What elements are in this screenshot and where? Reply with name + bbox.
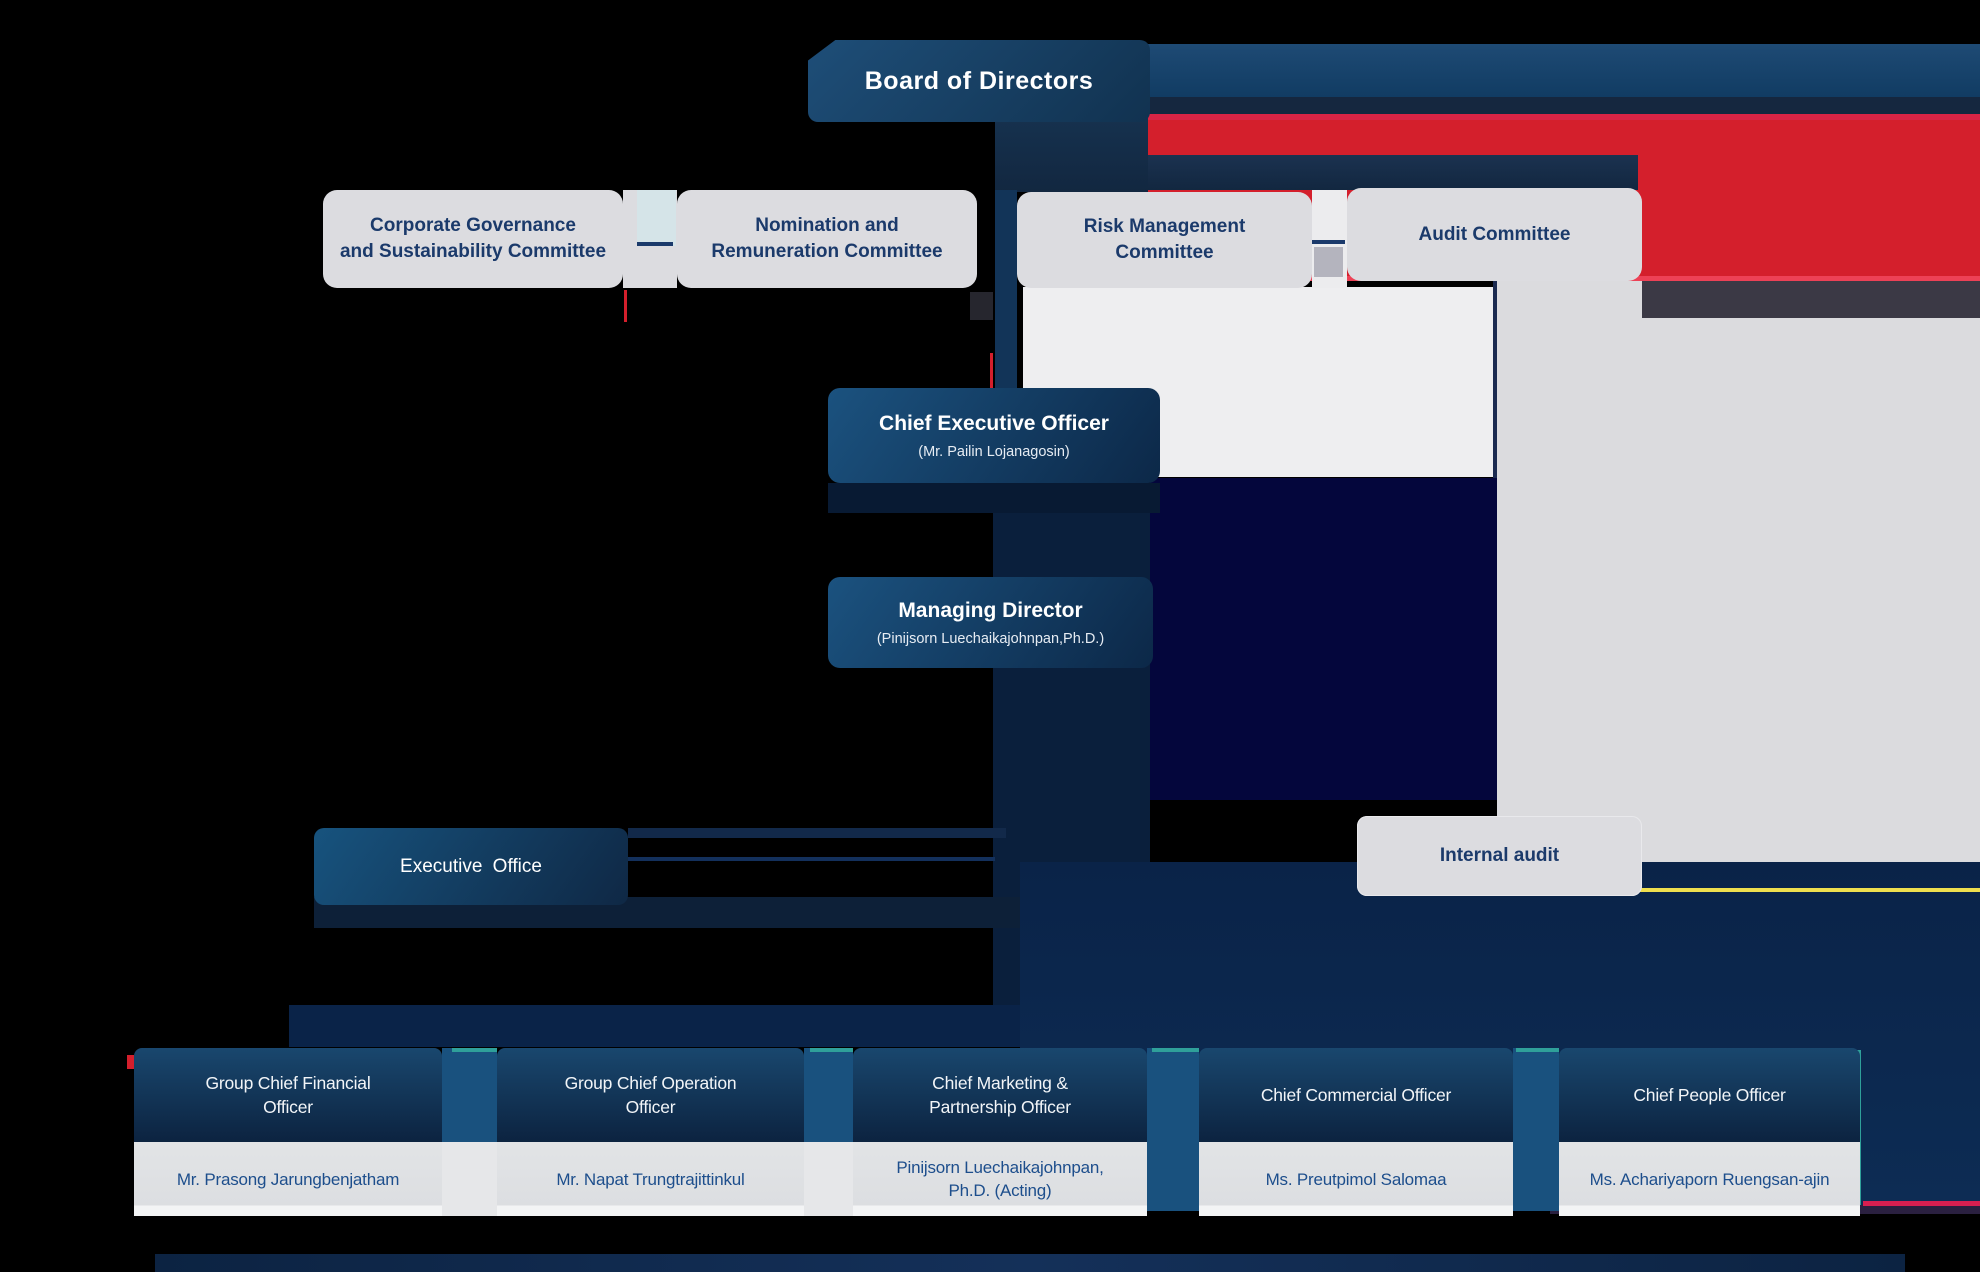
ceo-panel-shadow	[828, 483, 1160, 513]
officer-gap-plate	[442, 1142, 497, 1216]
committee-label: Nomination and	[755, 215, 899, 236]
governance-committee-box: Corporate Governance and Sustainability …	[323, 190, 623, 288]
officer-name-line: Ms. Preutpimol Salomaa	[1265, 1169, 1447, 1189]
officer-name-cfo: Mr. Prasong Jarungbenjatham	[134, 1142, 442, 1216]
officer-title-cfo: Group Chief Financial Officer	[134, 1048, 442, 1142]
nomination-committee-box: Nomination and Remuneration Committee	[677, 190, 977, 288]
officer-title-coo: Group Chief Operation Officer	[497, 1048, 804, 1142]
red-tick-artifact	[624, 290, 627, 322]
risk-committee-box: Risk Management Committee	[1017, 192, 1312, 288]
audit-committee-box: Audit Committee	[1347, 188, 1642, 281]
officer-gap-pillar	[442, 1048, 497, 1142]
officer-title-line: Chief Marketing &	[932, 1073, 1068, 1093]
teal-accent-line	[810, 1048, 853, 1052]
officers-connector-band	[289, 1005, 1020, 1047]
teal-accent-line	[1152, 1048, 1199, 1052]
ceo-box: Chief Executive Officer (Mr. Pailin Loja…	[828, 388, 1160, 483]
committee-connector-dash	[1312, 240, 1345, 244]
officer-title-line: Officer	[263, 1097, 313, 1117]
officer-gap-plate	[804, 1142, 853, 1216]
ceo-name: (Mr. Pailin Lojanagosin)	[918, 443, 1070, 460]
officer-title-cpo: Chief People Officer	[1559, 1048, 1860, 1142]
executive-office-box: Executive Office	[314, 828, 628, 905]
executive-office-label: Executive Office	[400, 855, 542, 877]
officer-name-cpo: Ms. Achariyaporn Ruengsan-ajin	[1559, 1142, 1860, 1216]
officer-name-cco: Ms. Preutpimol Salomaa	[1199, 1142, 1513, 1216]
officer-name-cmpo: Pinijsorn Luechaikajohnpan, Ph.D. (Actin…	[853, 1142, 1147, 1216]
committee-label: Risk Management	[1083, 216, 1246, 237]
gray-square-artifact	[970, 292, 993, 320]
committee-label: Remuneration Committee	[711, 241, 943, 262]
crimson-line-artifact	[1863, 1201, 1980, 1206]
board-connector-panel	[995, 114, 1148, 192]
officer-title-cco: Chief Commercial Officer	[1199, 1048, 1513, 1142]
board-of-directors-box: Board of Directors	[808, 40, 1150, 122]
ceo-title: Chief Executive Officer	[879, 411, 1109, 435]
deep-navy-block	[1150, 478, 1497, 800]
officer-title-line: Chief Commercial Officer	[1260, 1085, 1452, 1105]
officer-title-line: Chief People Officer	[1633, 1085, 1786, 1105]
officer-gap-pillar	[1513, 1048, 1559, 1211]
committee-gap-cyan	[637, 190, 676, 246]
committee-label: and Sustainability Committee	[339, 241, 607, 262]
officer-title-line: Partnership Officer	[929, 1097, 1071, 1117]
board-to-ceo-connector	[995, 190, 1017, 390]
officer-name-line: Mr. Prasong Jarungbenjatham	[176, 1169, 400, 1189]
internal-audit-label: Internal audit	[1439, 845, 1560, 866]
committee-label: Audit Committee	[1418, 223, 1571, 245]
board-of-directors-label: Board of Directors	[864, 66, 1094, 95]
teal-accent-line	[1516, 1048, 1559, 1052]
committee-gap-gray-square	[1314, 247, 1343, 277]
internal-audit-box: Internal audit	[1357, 816, 1642, 896]
yellow-line-artifact	[1595, 888, 1980, 892]
officer-title-line: Group Chief Financial	[205, 1073, 371, 1093]
committee-label: Corporate Governance	[370, 215, 576, 236]
officer-title-line: Group Chief Operation	[564, 1073, 737, 1093]
red-sliver-artifact	[127, 1055, 134, 1069]
dark-gray-strip	[1642, 281, 1980, 318]
md-title: Managing Director	[898, 598, 1083, 622]
bottom-navy-band	[155, 1254, 1905, 1272]
officer-gap-pillar	[1147, 1048, 1199, 1211]
right-gray-panel	[1497, 281, 1980, 891]
committee-label: Committee	[1115, 242, 1214, 263]
officer-name-line: Ph.D. (Acting)	[948, 1181, 1052, 1200]
officer-name-line: Ms. Achariyaporn Ruengsan-ajin	[1589, 1169, 1830, 1189]
officer-name-line: Mr. Napat Trungtrajittinkul	[556, 1169, 745, 1189]
red-tick-artifact	[990, 353, 993, 390]
officer-title-line: Officer	[625, 1097, 676, 1117]
managing-director-box: Managing Director (Pinijsorn Luechaikajo…	[828, 577, 1153, 668]
officer-name-coo: Mr. Napat Trungtrajittinkul	[497, 1142, 804, 1216]
md-name: (Pinijsorn Luechaikajohnpan,Ph.D.)	[876, 630, 1105, 647]
teal-accent-line	[452, 1048, 497, 1052]
committee-connector-dash	[637, 242, 673, 246]
officer-name-line: Pinijsorn Luechaikajohnpan,	[896, 1158, 1104, 1177]
exec-top-strip	[628, 828, 1006, 838]
exec-connector-line	[628, 857, 995, 861]
officer-title-cmpo: Chief Marketing & Partnership Officer	[853, 1048, 1147, 1142]
officer-gap-pillar	[804, 1048, 853, 1142]
